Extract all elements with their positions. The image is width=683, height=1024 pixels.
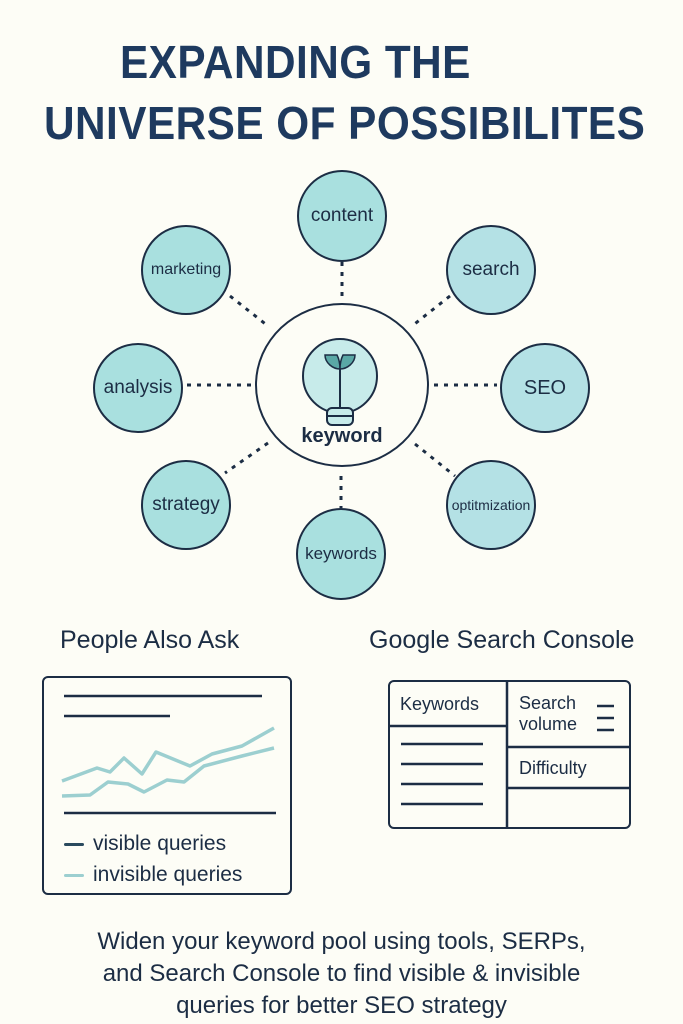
node-keywords: keywords [296, 508, 386, 600]
column-header-search-label-1: Search [519, 693, 577, 713]
node-keywords-label: keywords [305, 544, 377, 563]
column-header-search-label-2: volume [519, 714, 578, 734]
connector-lines [187, 262, 497, 508]
node-content-label: content [310, 205, 374, 226]
legend-visible-queries: visible queries [64, 832, 226, 856]
footer-line-1: Widen your keyword pool using tools, SER… [97, 928, 586, 955]
node-optimization-label: optitmization [451, 497, 531, 513]
center-keyword-node: keyword [255, 303, 429, 467]
lightbulb-sprout-icon [302, 338, 378, 426]
node-seo-label: SEO [523, 376, 567, 399]
legend-visible-label: visible queries [93, 832, 227, 855]
legend-invisible-label: invisible queries [93, 863, 243, 886]
title-line-1: EXPANDING THE [120, 36, 471, 88]
column-header-difficulty: Difficulty [519, 758, 587, 778]
column-header-keywords: Keywords [400, 694, 480, 714]
node-strategy-label: strategy [152, 494, 220, 515]
node-analysis-label: analysis [103, 377, 173, 398]
legend-swatch-invisible [64, 873, 84, 877]
footer-line-3: queries for better SEO strategy [176, 992, 507, 1019]
node-search: search [446, 225, 536, 315]
footer-caption: Widen your keyword pool using tools, SER… [0, 926, 683, 1022]
node-marketing: marketing [141, 225, 231, 315]
query-trend-chart [61, 694, 276, 815]
node-analysis: analysis [93, 343, 183, 433]
connector-marketing [229, 294, 269, 328]
node-content: content [297, 170, 387, 262]
title-line-2: UNIVERSE OF POSSIBILITES [44, 97, 646, 149]
table-grid-lines [388, 680, 631, 829]
search-console-table: Keywords Search volume Difficulty [388, 680, 631, 829]
search-console-title: Google Search Console [369, 626, 635, 654]
node-optimization: optitmization [446, 460, 536, 550]
legend-swatch-visible [64, 842, 84, 846]
node-search-label: search [462, 259, 520, 280]
people-also-ask-card: visible queries invisible queries [42, 676, 292, 895]
connector-strategy [224, 441, 269, 475]
people-also-ask-title: People Also Ask [60, 626, 240, 654]
footer-line-2: and Search Console to find visible & inv… [102, 960, 581, 987]
node-strategy: strategy [141, 460, 231, 550]
node-marketing-label: marketing [150, 261, 222, 278]
connector-optimization [414, 442, 456, 478]
legend-invisible-queries: invisible queries [64, 863, 242, 887]
node-seo: SEO [500, 343, 590, 433]
connector-search [411, 294, 451, 328]
center-keyword-label: keyword [301, 425, 383, 447]
